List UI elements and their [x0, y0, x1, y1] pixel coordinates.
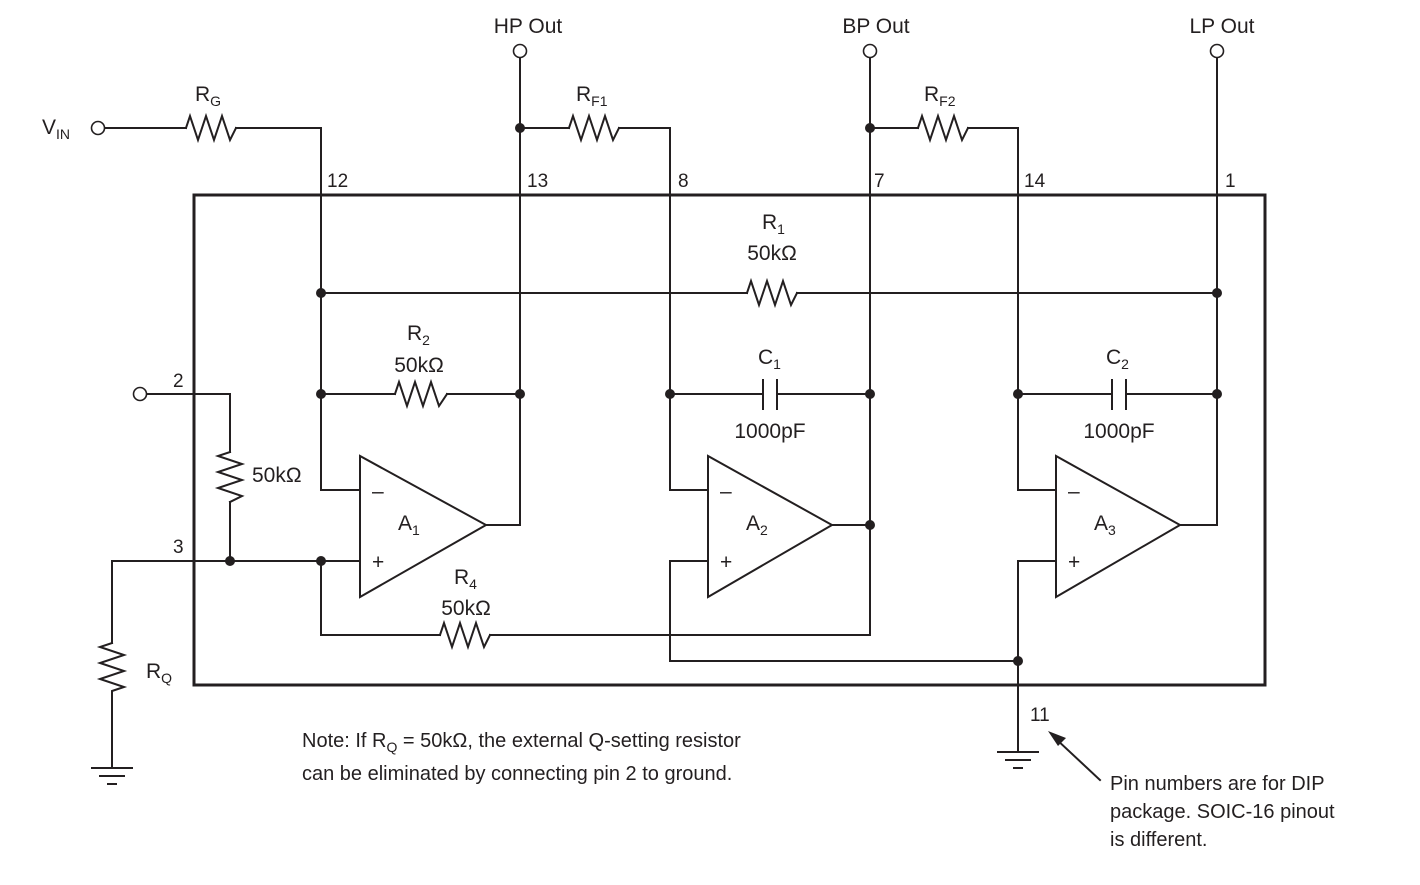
c2-label: C2: [1106, 346, 1129, 372]
junction-dots: [225, 123, 1222, 666]
resistor-internal-50k: [214, 450, 246, 504]
ground-symbol-pin11: [997, 751, 1039, 769]
terminal-vin: [90, 120, 106, 136]
r4-label: R4: [454, 566, 477, 592]
opamp-a2: [707, 454, 835, 599]
a3-minus-sign: –: [1068, 480, 1080, 503]
r3-value: 50kΩ: [252, 464, 302, 487]
a2-label: A2: [746, 512, 768, 538]
pin-12-label: 12: [327, 171, 348, 192]
pin-11-label: 11: [1030, 705, 1050, 726]
resistor-r4: [438, 619, 492, 651]
pin-note-line-1: Pin numbers are for DIP: [1110, 773, 1325, 795]
opamp-a1: [359, 454, 489, 599]
a1-minus-sign: –: [372, 480, 384, 503]
terminal-hp-out: [512, 43, 528, 59]
rg-label: RG: [195, 83, 221, 109]
pin-14-label: 14: [1024, 171, 1046, 192]
r1-value: 50kΩ: [747, 242, 797, 265]
capacitor-c2: [1111, 379, 1127, 410]
capacitor-c1: [762, 379, 778, 410]
c1-label: C1: [758, 346, 781, 372]
pin-note-line-3: is different.: [1110, 829, 1207, 851]
vin-label: VIN: [42, 116, 70, 142]
a1-plus-sign: +: [372, 551, 384, 574]
pin-1-label: 1: [1225, 171, 1236, 192]
bp-out-label: BP Out: [842, 15, 909, 38]
resistor-rf1: [567, 112, 621, 144]
opamp-a3: [1055, 454, 1183, 599]
pin-note-arrow: [1048, 731, 1102, 782]
wires: [104, 56, 1218, 769]
pin-3-label: 3: [173, 537, 184, 558]
resistor-rq: [96, 641, 128, 704]
pin-note-line-2: package. SOIC-16 pinout: [1110, 801, 1335, 823]
resistor-rf2: [916, 112, 970, 144]
r4-value: 50kΩ: [441, 597, 491, 620]
terminal-lp-out: [1209, 43, 1225, 59]
r1-label: R1: [762, 211, 785, 237]
a3-label: A3: [1094, 512, 1116, 538]
resistor-r2: [393, 378, 449, 410]
rf2-label: RF2: [924, 83, 956, 109]
pin-13-label: 13: [527, 171, 548, 192]
a1-label: A1: [398, 512, 420, 538]
terminal-bp-out: [862, 43, 878, 59]
note-line-2: can be eliminated by connecting pin 2 to…: [302, 763, 732, 785]
pin-2-label: 2: [173, 371, 184, 392]
note-line-1: Note: If RQ = 50kΩ, the external Q-setti…: [302, 730, 741, 755]
a2-minus-sign: –: [720, 480, 732, 503]
rq-label: RQ: [146, 660, 172, 686]
r2-label: R2: [407, 322, 430, 348]
pin-7-label: 7: [874, 171, 885, 192]
r2-value: 50kΩ: [394, 354, 444, 377]
lp-out-label: LP Out: [1190, 15, 1255, 38]
pin-8-label: 8: [678, 171, 689, 192]
rf1-label: RF1: [576, 83, 608, 109]
c2-value: 1000pF: [1083, 420, 1154, 443]
c1-value: 1000pF: [734, 420, 805, 443]
ground-symbol-rq: [91, 767, 133, 785]
terminal-pin2: [132, 386, 148, 402]
hp-out-label: HP Out: [494, 15, 563, 38]
resistor-r1: [745, 277, 799, 309]
resistor-rg: [184, 112, 238, 144]
a3-plus-sign: +: [1068, 551, 1080, 574]
ic-package-outline: [192, 193, 1267, 687]
a2-plus-sign: +: [720, 551, 732, 574]
